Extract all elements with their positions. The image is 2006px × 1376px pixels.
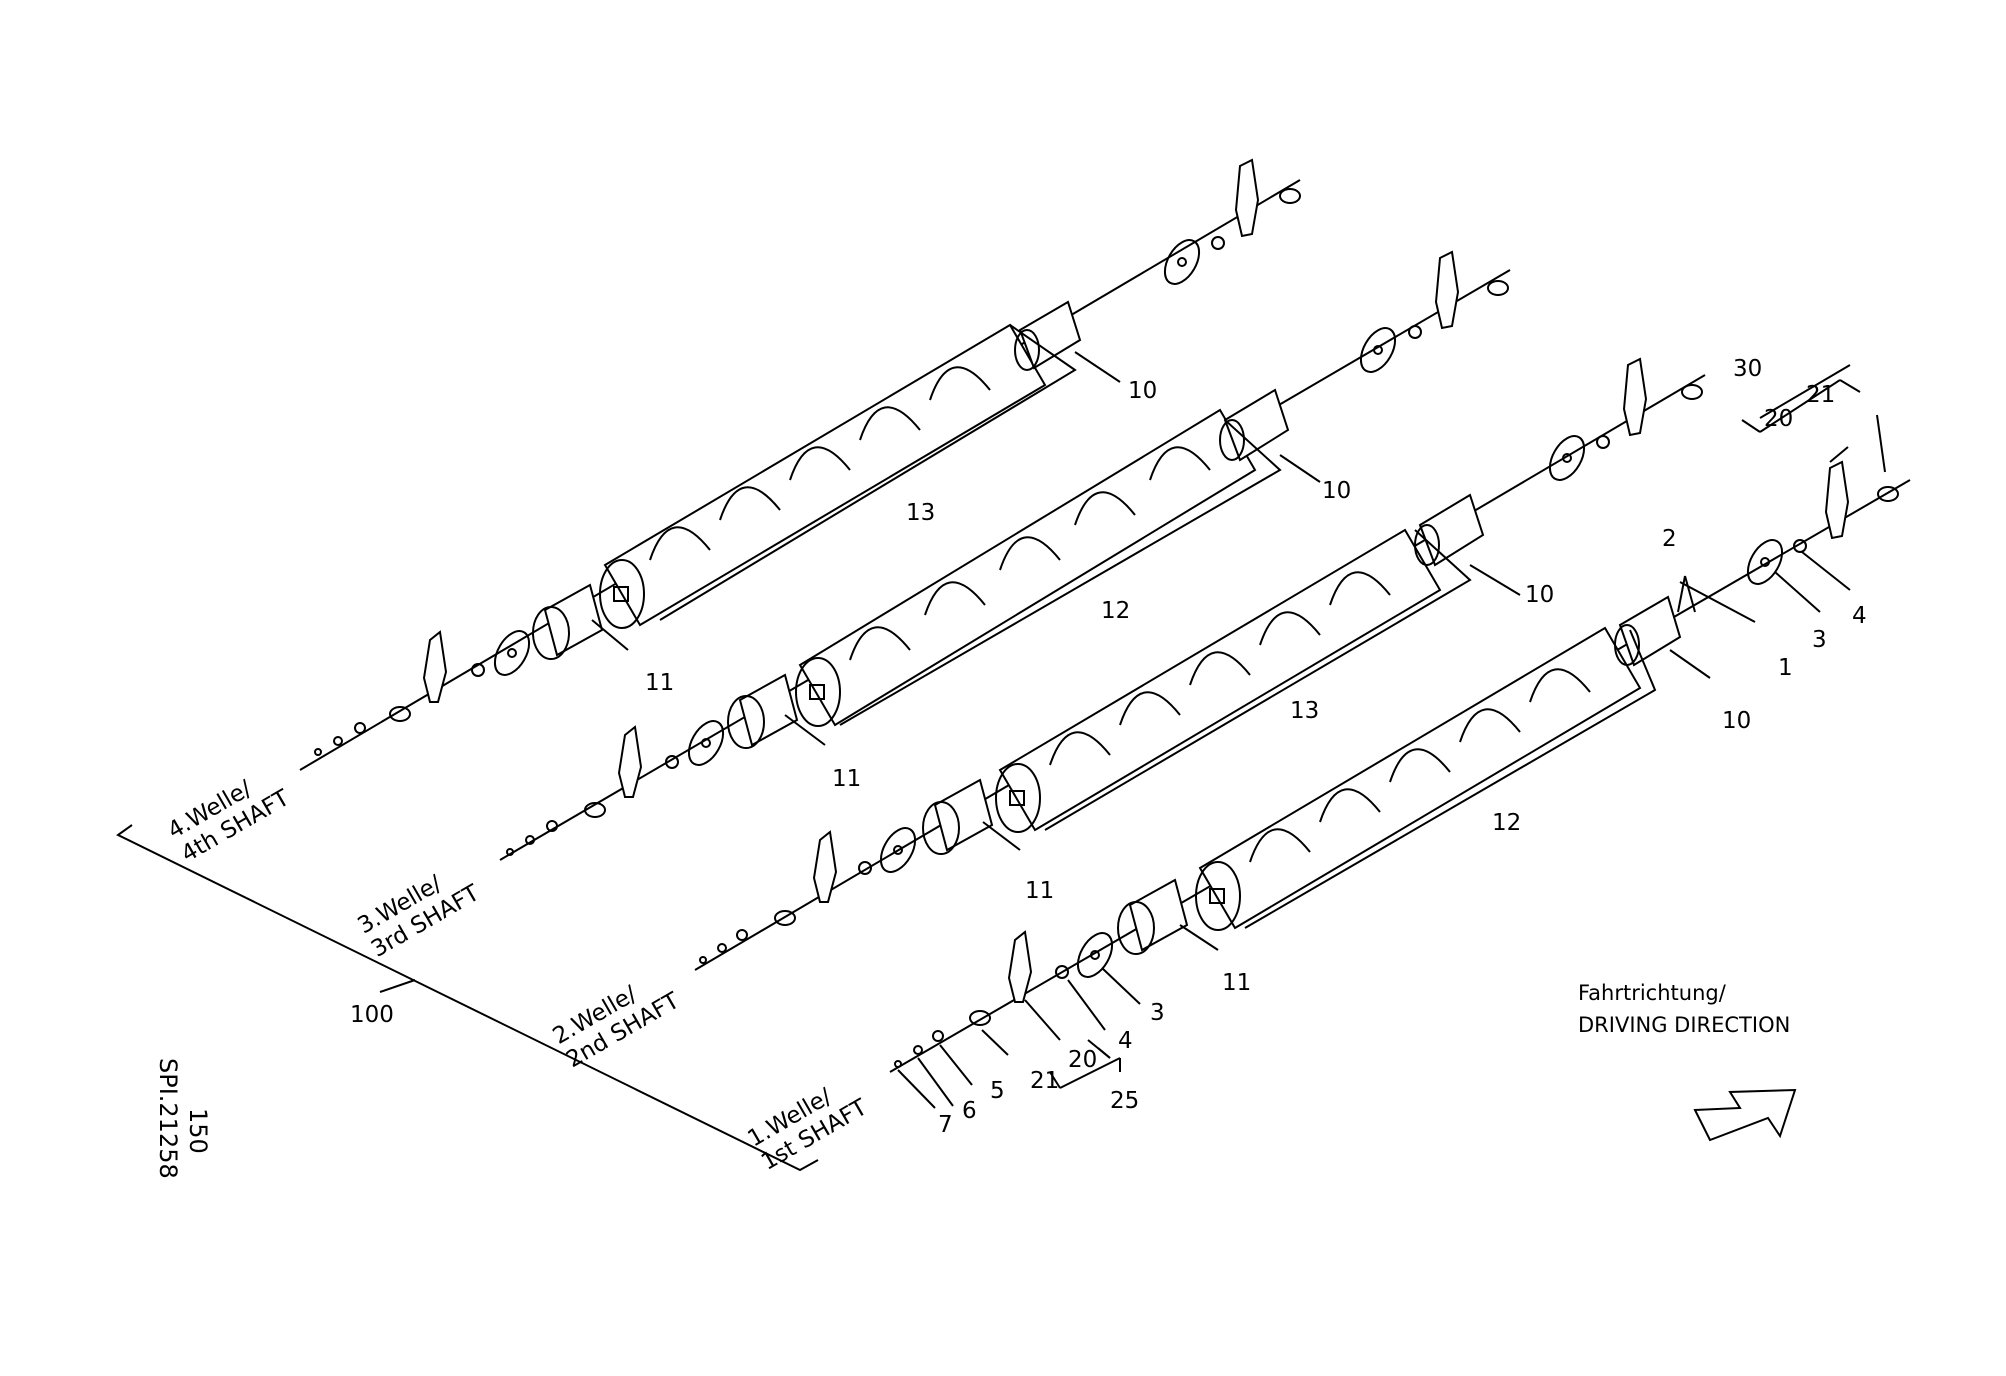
shaft-3-bearing-right [1219,388,1290,462]
callout-numbers: 10 13 11 10 12 11 10 13 11 10 12 11 1 2 … [350,356,1867,1138]
callout-6: 6 [962,1098,977,1124]
callout-21-bottom: 21 [1030,1068,1059,1094]
callout-shaft2-11: 11 [1025,878,1054,904]
callout-3-bottom: 3 [1150,1000,1165,1026]
callout-4-top: 4 [1852,603,1867,629]
callout-shaft1-11: 11 [1222,970,1251,996]
shaft-labels: 4.Welle/ 4th SHAFT 3.Welle/ 3rd SHAFT 2.… [163,776,872,1176]
shaft-4-bearing-left [532,583,604,660]
callout-shaft4-11: 11 [645,670,674,696]
shaft-1-roller [1195,626,1642,931]
shaft-4-roller [599,323,1047,629]
callout-3-top: 3 [1812,627,1827,653]
shaft-1-assembly [889,460,1911,1073]
callout-shaft4-10: 10 [1128,378,1157,404]
callout-4-bottom: 4 [1118,1028,1133,1054]
callout-shaft1-12: 12 [1492,810,1521,836]
callout-30: 30 [1733,356,1762,382]
callout-shaft3-10: 10 [1322,478,1351,504]
callout-shaft4-13: 13 [906,500,935,526]
page-number: 150 [184,1108,212,1154]
callout-100: 100 [350,1002,394,1028]
callout-7: 7 [938,1112,953,1138]
shaft-2-roller [995,528,1442,833]
callout-shaft2-10: 10 [1525,582,1554,608]
driving-direction-en: DRIVING DIRECTION [1578,1013,1790,1037]
shaft-4-bearing-right [1014,300,1082,371]
shaft-2-bearing-right [1414,493,1485,567]
callout-shaft3-11: 11 [832,766,861,792]
shaft-3-assembly [499,250,1511,861]
shaft-2-bearing-left [922,778,994,855]
callout-21-top: 21 [1806,382,1835,408]
callout-shaft3-12: 12 [1101,598,1130,624]
shaft-1-leaders [897,364,1886,1109]
callout-20-bottom: 20 [1068,1047,1097,1073]
callout-20-top: 20 [1764,406,1793,432]
driving-direction-arrow-icon [1693,1088,1797,1142]
drawing-reference: SPI.21258 150 [154,1058,212,1179]
shaft-2-assembly [694,357,1706,971]
callout-2: 2 [1662,526,1677,552]
callout-5: 5 [990,1078,1005,1104]
driving-direction-de: Fahrtrichtung/ [1578,981,1727,1005]
drawing-number: SPI.21258 [154,1058,182,1179]
assembly-100-bracket [116,824,819,1172]
callout-shaft2-13: 13 [1290,698,1319,724]
callout-shaft1-10: 10 [1722,708,1751,734]
callout-1: 1 [1778,655,1793,681]
shaft-3-bearing-left [727,673,799,749]
shaft-1-bearing-left [1117,878,1189,955]
shaft-3-roller [795,408,1257,727]
callout-25: 25 [1110,1088,1139,1114]
shaft-4-assembly [299,158,1301,771]
shaft-1-bearing-right [1614,595,1682,667]
driving-direction-note: Fahrtrichtung/ DRIVING DIRECTION [1578,981,1790,1037]
